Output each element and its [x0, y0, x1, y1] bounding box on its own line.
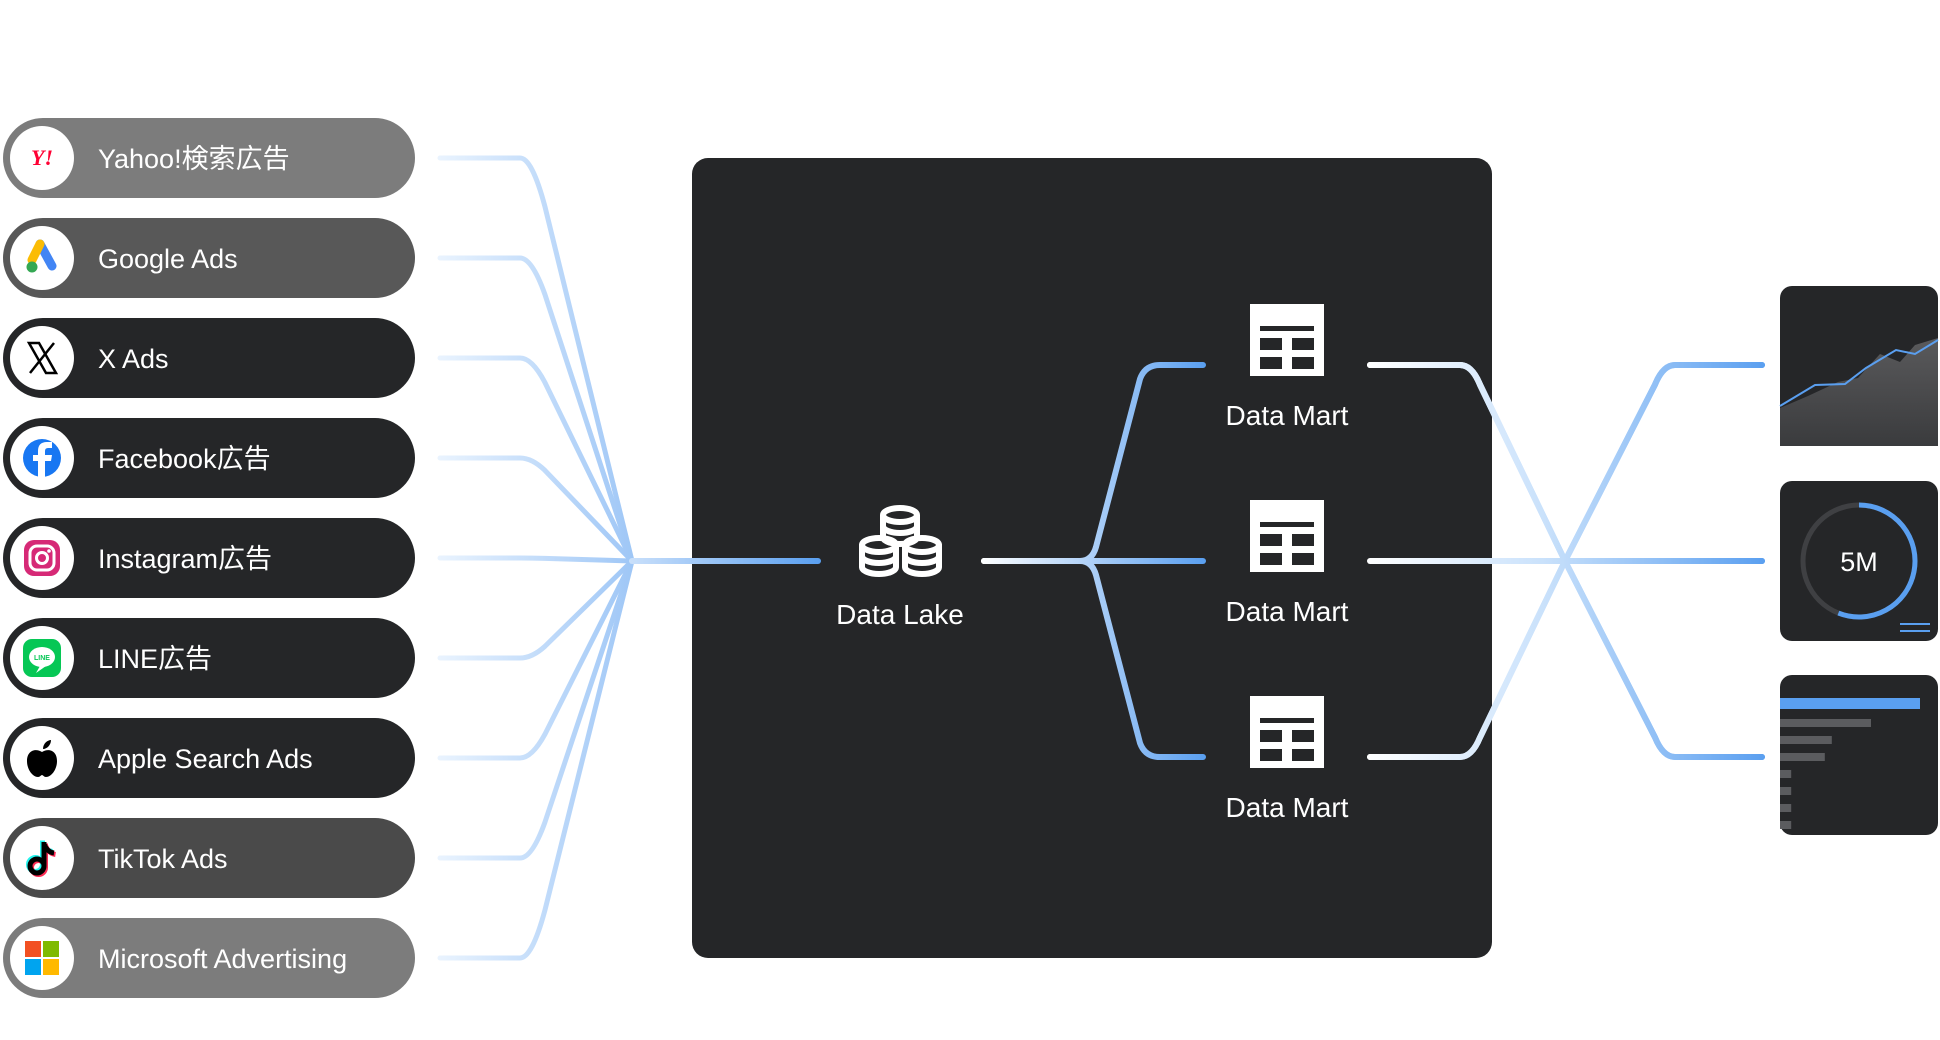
gauge-value: 5M	[1840, 547, 1878, 577]
source-connector	[437, 558, 635, 961]
data-mart-label: Data Mart	[1226, 400, 1349, 431]
yahoo-japan-icon: Y!	[31, 145, 53, 170]
output-bars-card	[1780, 675, 1938, 835]
output-gauge-card: 5M	[1780, 481, 1938, 641]
source-label: Apple Search Ads	[98, 744, 313, 774]
gauge-progress-arc	[1837, 502, 1918, 620]
source-icon-badge	[10, 126, 74, 190]
bar-list-bar	[1780, 698, 1920, 709]
source-pill: Google Ads	[3, 218, 415, 298]
tiktok-icon	[26, 840, 57, 877]
source-label: TikTok Ads	[98, 844, 228, 874]
apple-icon	[27, 740, 57, 777]
source-label: Instagram広告	[98, 544, 272, 574]
data-mart-node: Data Mart	[1226, 696, 1349, 823]
source-label: X Ads	[98, 344, 169, 374]
source-connector	[437, 555, 635, 564]
source-pill: Apple Search Ads	[3, 718, 415, 798]
source-label: Facebook広告	[98, 444, 271, 474]
source-connector	[437, 455, 635, 564]
table-grid-icon	[1250, 696, 1324, 768]
bar-list-bar	[1780, 770, 1792, 778]
data-lake-node: Data Lake	[836, 505, 964, 630]
bar-list-bar	[1780, 719, 1871, 727]
source-pill: TikTok Ads	[3, 818, 415, 898]
bar-list-bar	[1780, 736, 1832, 744]
source-pill: X Ads	[3, 318, 415, 398]
data-mart-label: Data Mart	[1226, 792, 1349, 823]
source-pill: LINE LINE広告	[3, 618, 415, 698]
bar-list-bar	[1780, 753, 1825, 761]
source-connector	[437, 255, 635, 564]
google-ads-icon	[26, 239, 57, 273]
area-chart-icon	[1779, 338, 1939, 446]
output-connector	[1367, 362, 1765, 564]
svg-text:LINE: LINE	[34, 655, 50, 662]
source-connector	[437, 355, 635, 564]
x-icon	[26, 341, 59, 375]
line-icon: LINE	[23, 639, 61, 677]
source-label: Microsoft Advertising	[98, 944, 347, 974]
source-label: Yahoo!検索広告	[98, 144, 290, 174]
source-connector	[437, 155, 635, 564]
source-pill: Instagram広告	[3, 518, 415, 598]
mart-input-connector	[981, 558, 1206, 760]
svg-text:Y!: Y!	[31, 145, 53, 170]
source-connector	[437, 558, 635, 661]
output-chart-card	[1779, 286, 1939, 446]
source-icon-badge	[10, 226, 74, 290]
source-pill: Facebook広告	[3, 418, 415, 498]
bar-list-bar	[1780, 787, 1792, 795]
bar-list-bar	[1780, 804, 1792, 812]
bar-list-icon	[1780, 698, 1920, 829]
source-label: Google Ads	[98, 244, 238, 274]
microsoft-icon	[25, 941, 59, 975]
data-mart-node: Data Mart	[1226, 304, 1349, 431]
database-stack-icon	[859, 505, 942, 577]
source-label: LINE広告	[98, 644, 212, 674]
bar-list-bar	[1780, 821, 1792, 829]
facebook-icon	[23, 439, 61, 477]
source-connector	[437, 558, 635, 861]
data-lake-label: Data Lake	[836, 599, 964, 630]
connectors	[437, 155, 1765, 961]
table-grid-icon	[1250, 500, 1324, 572]
data-mart-node: Data Mart	[1226, 500, 1349, 627]
source-pill: Y! Yahoo!検索広告	[3, 118, 415, 198]
data-mart-label: Data Mart	[1226, 596, 1349, 627]
source-pill: Microsoft Advertising	[3, 918, 415, 998]
table-grid-icon	[1250, 304, 1324, 376]
source-icon-badge	[10, 926, 74, 990]
source-connector	[437, 558, 635, 761]
gauge-icon	[1800, 502, 1918, 620]
instagram-icon	[24, 540, 60, 576]
